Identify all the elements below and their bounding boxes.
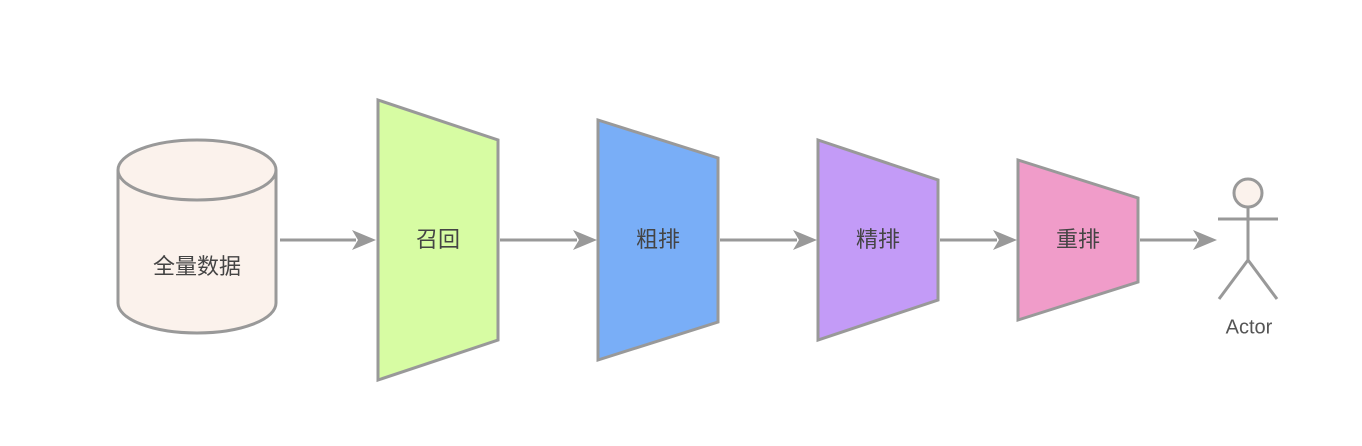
coarse-rank-label: 粗排: [636, 228, 680, 253]
database-node: 全量数据: [116, 138, 278, 335]
edge-database-recall: [280, 230, 376, 250]
recall-node: 召回: [376, 97, 500, 383]
edge-fine-rank-rerank: [940, 230, 1017, 250]
edge-rerank-actor: [1140, 230, 1217, 250]
rerank-trapezoid: [1016, 157, 1140, 323]
edge-recall-coarse-rank: [500, 230, 597, 250]
actor-node: Actor: [1217, 177, 1279, 338]
actor-label: Actor: [1226, 316, 1273, 338]
coarse-rank-node: 粗排: [596, 117, 720, 363]
actor-right-leg: [1246, 259, 1279, 300]
database-label: 全量数据: [153, 255, 241, 280]
fine-rank-trapezoid: [816, 137, 940, 343]
rerank-label: 重排: [1056, 228, 1100, 253]
fine-rank-node: 精排: [816, 137, 940, 343]
database-cylinder-body: [116, 170, 278, 335]
edge-coarse-fine-rank: [720, 230, 817, 250]
actor-left-leg: [1217, 259, 1250, 300]
coarse-rank-trapezoid: [596, 117, 720, 363]
fine-rank-label: 精排: [856, 228, 900, 253]
database-cylinder-top: [116, 138, 278, 202]
recall-label: 召回: [416, 228, 460, 253]
recall-trapezoid: [376, 97, 500, 383]
actor-head: [1232, 177, 1264, 209]
rerank-node: 重排: [1016, 157, 1140, 323]
